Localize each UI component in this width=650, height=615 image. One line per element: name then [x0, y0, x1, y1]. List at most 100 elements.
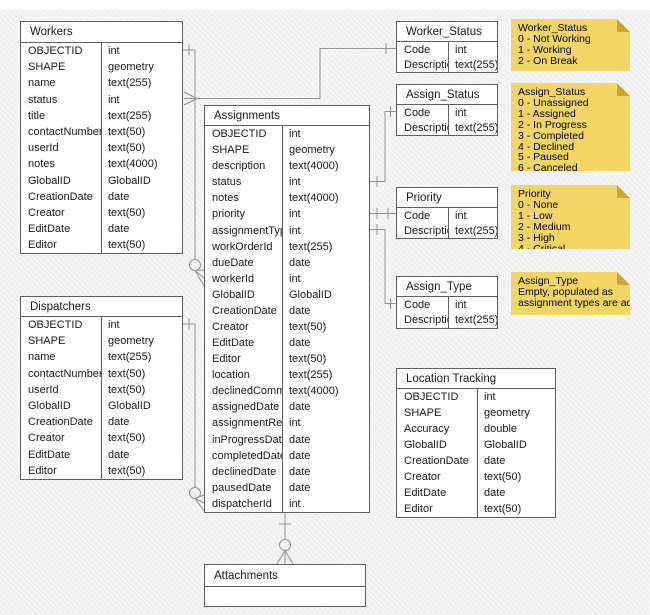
field-type: int: [108, 45, 120, 58]
field-type: text(50): [108, 126, 146, 139]
field-name: name: [21, 349, 102, 366]
connector-line[interactable]: [370, 229, 396, 304]
field-type: text(50): [289, 353, 327, 366]
field-row: Description text(255): [397, 57, 497, 72]
field-type: date: [108, 223, 130, 236]
entity-table-worker-status[interactable]: Worker_StatusCodeintDescriptiontext(255): [396, 21, 498, 73]
field-name: Code: [397, 297, 449, 313]
field-name: title: [21, 107, 102, 124]
cardinality-many-crowfoot-icon: [276, 550, 286, 565]
connector-line[interactable]: [183, 323, 196, 487]
field-row: status int: [205, 174, 369, 191]
field-type: GlobalID: [289, 288, 332, 301]
entity-table-assign-status[interactable]: Assign_StatusCodeintDescriptiontext(255): [396, 84, 498, 136]
field-row: assignmentTypeint: [205, 222, 369, 239]
field-type: date: [289, 449, 311, 462]
field-type: text(4000): [108, 158, 158, 171]
connector-workers-objectid-to-assignments-workerid[interactable]: [183, 44, 205, 287]
field-name: dispatcherId: [205, 495, 283, 512]
field-name: Description: [397, 312, 449, 328]
entity-table-priority[interactable]: PriorityCodeintDescriptiontext(255): [396, 187, 498, 239]
cardinality-many-crowfoot-icon: [194, 269, 205, 271]
connector-line[interactable]: [197, 48, 396, 99]
entity-title: Assign_Type: [397, 277, 497, 297]
field-type: int: [289, 176, 301, 189]
field-name: SHAPE: [397, 405, 478, 421]
field-type: GlobalID: [484, 439, 527, 451]
connector-line[interactable]: [183, 49, 196, 259]
cardinality-many-crowfoot-icon: [194, 270, 205, 287]
field-row: EditDate date: [397, 485, 555, 501]
entity-title: Assign_Status: [397, 85, 497, 105]
connector-line[interactable]: [370, 111, 396, 182]
note-line: Priority: [518, 188, 551, 200]
field-name: Creator: [397, 469, 478, 485]
field-name: GlobalID: [205, 286, 283, 303]
entity-table-assign-type[interactable]: Assign_TypeCodeintDescriptiontext(255): [396, 276, 498, 329]
field-type: date: [289, 401, 311, 414]
field-type: date: [289, 337, 311, 350]
field-row: declinedCommenttext(4000): [205, 383, 369, 400]
field-name: Description: [397, 120, 449, 135]
field-type: int: [455, 43, 467, 56]
field-type: text(50): [484, 471, 522, 483]
field-name: SHAPE: [205, 142, 283, 159]
field-type: int: [108, 93, 120, 106]
field-row: GlobalID GlobalID: [205, 286, 369, 303]
field-name: OBJECTID: [21, 317, 102, 334]
field-name: name: [21, 75, 102, 92]
field-name: notes: [205, 190, 283, 207]
field-name: Description: [397, 57, 449, 72]
field-type: GlobalID: [108, 400, 151, 413]
note-line: Assign_Type: [518, 275, 579, 287]
field-name: EditDate: [397, 485, 478, 501]
connector-assignments-status-to-assign-status-code[interactable]: [370, 106, 396, 187]
connector-assignments-priority-to-priority-code[interactable]: [370, 208, 396, 219]
connector-dispatchers-objectid-to-assignments-dispatcherid[interactable]: [183, 318, 205, 512]
field-name: EditDate: [21, 221, 102, 238]
field-type: int: [289, 128, 301, 141]
note-line: 2 - Medium: [518, 220, 571, 233]
entity-table-attachments[interactable]: Attachments: [204, 564, 366, 607]
field-name: status: [205, 174, 283, 191]
field-name: priority: [205, 206, 283, 223]
field-type: double: [484, 423, 518, 435]
field-type: text(4000): [289, 385, 339, 398]
note-line: 0 - Unassigned: [518, 96, 589, 109]
note-line: 6 - Canceled: [518, 162, 578, 175]
field-name: userId: [21, 140, 102, 157]
field-type: text(255): [455, 58, 497, 71]
field-name: description: [205, 158, 283, 175]
connector-assignments-assignmenttype-to-assign-type-code[interactable]: [370, 224, 396, 309]
top-margin: [0, 0, 650, 10]
field-name: status: [21, 91, 102, 108]
cardinality-many-crowfoot-icon: [194, 270, 205, 279]
field-name: Editor: [21, 237, 102, 254]
connector-assignments-to-attachments[interactable]: [276, 511, 294, 565]
field-type: date: [484, 487, 506, 499]
connector-worker-status-code-to-workers-status[interactable]: [183, 43, 396, 106]
empty-row: [205, 587, 365, 606]
field-type: date: [289, 256, 311, 269]
